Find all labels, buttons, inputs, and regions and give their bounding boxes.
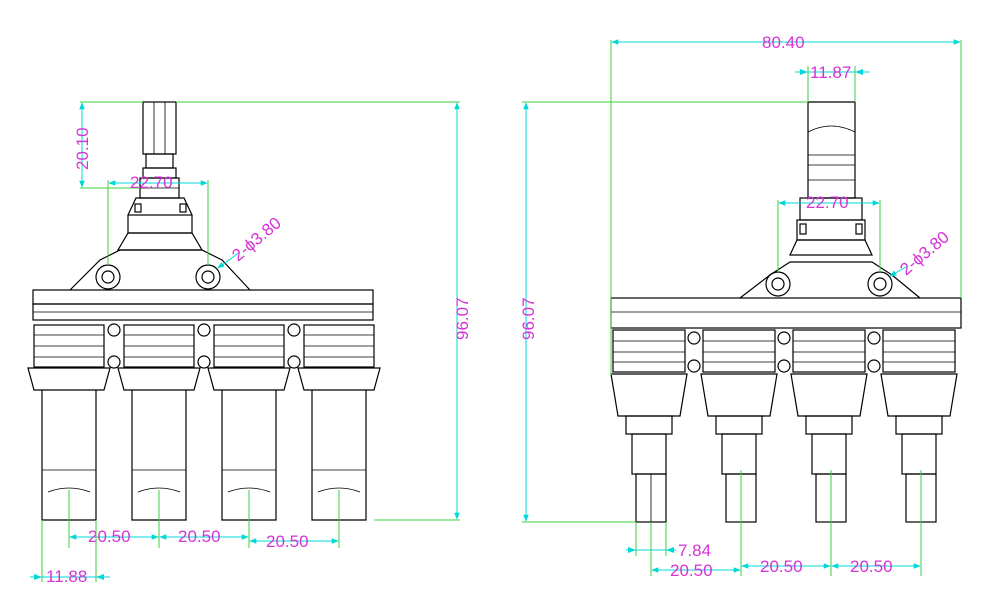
front-socket-width-label: 11.88	[46, 567, 87, 586]
front-hole-spacing-label: 22.70	[130, 173, 173, 192]
front-hole-note-label: 2-ϕ3.80	[228, 213, 284, 265]
side-overall-width-label: 80.40	[762, 33, 805, 52]
front-sockets	[27, 323, 381, 521]
side-pitch-2-label: 20.50	[760, 557, 803, 576]
side-body	[610, 297, 962, 329]
side-pitch-1-label: 20.50	[670, 561, 713, 580]
front-collar	[116, 197, 204, 251]
front-pitch-1-label: 20.50	[88, 527, 131, 546]
side-socket-4	[880, 329, 958, 523]
front-body	[32, 289, 374, 321]
front-pitch-3-label: 20.50	[266, 532, 309, 551]
side-flange	[739, 261, 921, 299]
front-top-height-label: 20.10	[73, 127, 92, 170]
side-overall-height-label: 96.07	[519, 297, 538, 340]
side-dimensions: 80.40 11.87 22.70 2-ϕ3.80 96.07	[519, 33, 962, 580]
side-pin-width-label: 7.84	[678, 541, 711, 560]
side-cable-stem	[789, 101, 873, 256]
side-sockets	[610, 329, 958, 523]
side-hole-spacing-label: 22.70	[806, 193, 849, 212]
front-overall-height-label: 96.07	[453, 297, 472, 340]
front-view: 20.10 22.70 2-ϕ3.80 96.07 20.50	[27, 101, 472, 586]
side-view: 80.40 11.87 22.70 2-ϕ3.80 96.07	[519, 33, 962, 580]
side-socket-2	[700, 329, 778, 523]
front-flange	[69, 249, 251, 291]
side-socket-3	[790, 329, 868, 523]
side-hole-note-label: 2-ϕ3.80	[896, 227, 952, 279]
front-socket-4	[297, 324, 381, 521]
front-pitch-2-label: 20.50	[178, 527, 221, 546]
side-socket-1	[610, 329, 688, 523]
side-stem-width-label: 11.87	[810, 63, 851, 82]
side-pitch-3-label: 20.50	[850, 557, 893, 576]
